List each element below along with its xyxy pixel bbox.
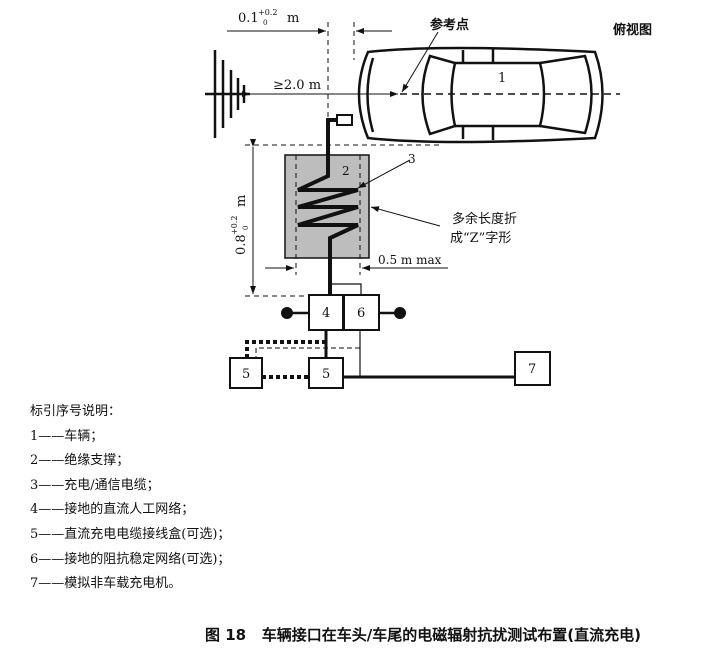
view-label: 俯视图 bbox=[613, 22, 652, 38]
dim-height-tol-lower: 0 bbox=[242, 226, 250, 230]
dimension-lines bbox=[245, 139, 448, 297]
dim-top-tol-upper: +0.2 bbox=[258, 8, 277, 17]
vehicle-inlet bbox=[336, 114, 353, 126]
dim-width: 0.5 m max bbox=[378, 253, 442, 267]
reference-point-label: 参考点 bbox=[430, 17, 469, 33]
box-junction bbox=[308, 357, 344, 389]
box-junction-optional bbox=[229, 357, 263, 389]
legend-item: 3——充电/通信电缆； bbox=[30, 477, 160, 493]
dim-height-unit: m bbox=[234, 195, 249, 207]
antenna-icon bbox=[205, 50, 250, 138]
note-line2: 成“Z”字形 bbox=[450, 231, 511, 246]
box-ain bbox=[308, 294, 344, 331]
legend-item: 4——接地的直流人工网络； bbox=[30, 502, 195, 518]
vehicle-icon bbox=[357, 46, 604, 144]
wiring bbox=[245, 283, 515, 379]
dim-height-value: 0.8 bbox=[234, 234, 249, 255]
ground-terminal-icon bbox=[394, 307, 406, 319]
box-charger bbox=[514, 351, 551, 386]
label-charger: 7 bbox=[528, 362, 536, 377]
note-line1: 多余长度折 bbox=[452, 211, 517, 227]
dim-distance: ≥2.0 m bbox=[273, 78, 321, 93]
label-ain6: 6 bbox=[357, 306, 365, 321]
legend-title: 标引序号说明： bbox=[30, 404, 122, 419]
legend-item: 1——车辆； bbox=[30, 428, 104, 444]
dimension-top bbox=[227, 22, 620, 118]
dim-height-tol-upper: +0.2 bbox=[230, 216, 239, 235]
dim-top-unit: m bbox=[287, 11, 299, 26]
label-car: 1 bbox=[498, 71, 506, 86]
label-cable: 3 bbox=[408, 152, 416, 166]
cable-zigzag bbox=[297, 155, 359, 258]
box-ain6 bbox=[343, 294, 380, 331]
dim-top-tol-lower: 0 bbox=[263, 19, 267, 27]
dim-top-value: 0.1 bbox=[238, 11, 259, 26]
ground-terminal-icon bbox=[281, 307, 293, 319]
legend-item: 2——绝缘支撑； bbox=[30, 453, 130, 469]
legend-item: 6——接地的阻抗稳定网络(可选)； bbox=[30, 551, 231, 567]
label-ain: 4 bbox=[322, 306, 330, 321]
legend-item: 5——直流充电电缆接线盒(可选)； bbox=[30, 526, 231, 542]
legend: 标引序号说明： 1——车辆； 2——绝缘支撑； 3——充电/通信电缆； 4——接… bbox=[30, 400, 230, 597]
legend-item: 7——模拟非车载充电机。 bbox=[30, 576, 182, 592]
label-box5b: 5 bbox=[322, 367, 330, 382]
label-box5a: 5 bbox=[242, 367, 250, 382]
figure-caption: 图 18 车辆接口在车头/车尾的电磁辐射抗扰测试布置(直流充电) bbox=[205, 626, 641, 644]
label-support: 2 bbox=[342, 164, 350, 178]
